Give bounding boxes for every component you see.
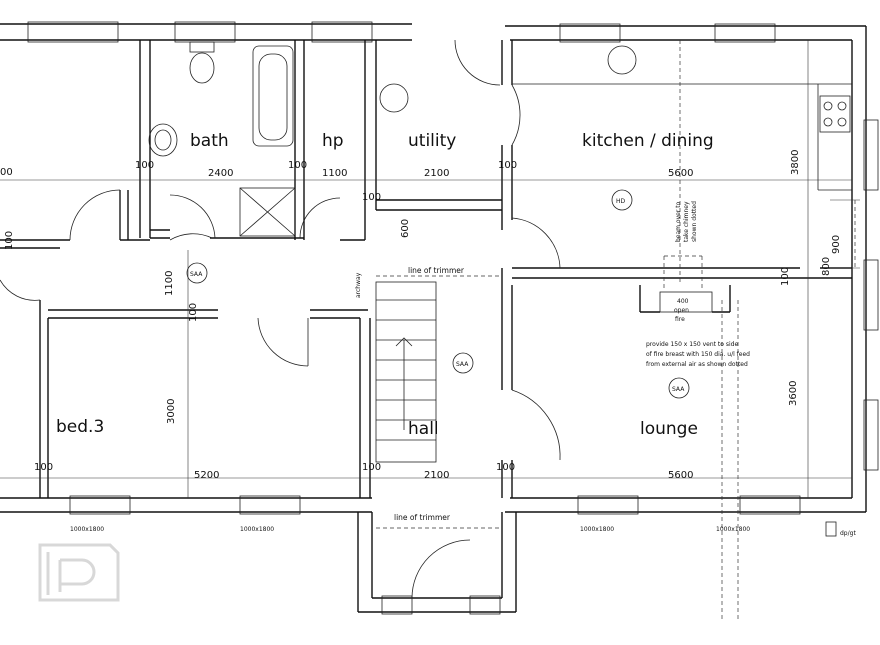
window-frames <box>27 21 879 615</box>
window-label: 1000x1800 <box>240 526 274 533</box>
dashed-lines <box>376 40 856 620</box>
dim-label: 3800 <box>790 150 801 175</box>
dim-label: 2400 <box>208 168 233 179</box>
note-beam-line2: take chimney <box>683 201 690 242</box>
dim-label: 5600 <box>668 168 693 179</box>
dim-label: 100 <box>780 267 791 286</box>
note-line-of-trimmer-bottom: line of trimmer <box>394 513 451 522</box>
room-label-hall: hall <box>408 419 439 439</box>
note-beam-line1: beam over to <box>675 201 682 242</box>
dim-label: 2100 <box>424 168 449 179</box>
downpipe-mark <box>825 521 837 537</box>
doors <box>0 39 561 599</box>
dim-label: 1100 <box>164 271 175 296</box>
note-vent-line3: from external air as shown dotted <box>646 361 748 368</box>
window-label: 1000x1800 <box>70 526 104 533</box>
room-label-bath: bath <box>190 131 229 151</box>
dim-label: 600 <box>400 219 411 238</box>
room-label-kitchen-dining: kitchen / dining <box>582 131 714 151</box>
dim-label: 1100 <box>322 168 347 179</box>
note-fire-400: 400 <box>677 298 689 305</box>
window-label: 1000x1800 <box>716 526 750 533</box>
dim-label: 100 <box>498 160 517 171</box>
detector-label: HD <box>616 198 626 205</box>
dim-label: 2100 <box>424 470 449 481</box>
fixtures <box>148 41 852 237</box>
room-labels: bath hp utility kitchen / dining bed.3 h… <box>56 131 714 439</box>
dim-label: 100 <box>288 160 307 171</box>
note-vent-line2: of fire breast with 150 dia. u/l feed <box>646 351 750 358</box>
dim-label: 100 <box>496 462 515 473</box>
detector-label: SAA <box>456 361 469 368</box>
dim-label: 100 <box>34 462 53 473</box>
note-archway: archway <box>355 272 362 298</box>
notes: line of trimmer line of trimmer archway … <box>190 198 856 537</box>
dimension-labels: 00 100 2400 100 1100 100 2100 100 5600 3… <box>0 150 842 481</box>
dim-label: 800 <box>821 257 832 276</box>
room-label-lounge: lounge <box>640 419 698 439</box>
room-label-utility: utility <box>408 131 456 151</box>
room-label-bed3: bed.3 <box>56 417 104 437</box>
dimension-lines <box>0 40 860 498</box>
detector-label: SAA <box>190 271 203 278</box>
note-beam-line3: shown dotted <box>691 201 698 242</box>
detector-label: SAA <box>672 386 685 393</box>
outer-walls <box>0 23 867 613</box>
dim-label: 900 <box>831 235 842 254</box>
note-dpgt: dp/gt <box>840 530 856 537</box>
dim-label: 100 <box>362 462 381 473</box>
watermark-logo-icon <box>38 543 120 602</box>
detectors <box>186 189 690 399</box>
dim-label-left-00: 00 <box>0 167 13 178</box>
dim-label: 5600 <box>668 470 693 481</box>
dim-label: 3000 <box>166 399 177 424</box>
dim-label: 100 <box>188 303 199 322</box>
dim-label: 5200 <box>194 470 219 481</box>
room-label-hp: hp <box>322 131 344 151</box>
stairs <box>375 281 437 463</box>
note-fire-open: open <box>674 307 689 314</box>
dim-label: 100 <box>135 160 154 171</box>
note-fire-fire: fire <box>675 316 685 323</box>
window-labels: 1000x1800 1000x1800 1000x1800 1000x1800 <box>70 526 750 533</box>
dim-label-left-100: 100 <box>4 231 15 250</box>
note-line-of-trimmer-top: line of trimmer <box>408 266 465 275</box>
dim-label: 3600 <box>788 381 799 406</box>
window-label: 1000x1800 <box>580 526 614 533</box>
note-vent-line1: provide 150 x 150 vent to side <box>646 341 738 348</box>
dim-label: 100 <box>362 192 381 203</box>
